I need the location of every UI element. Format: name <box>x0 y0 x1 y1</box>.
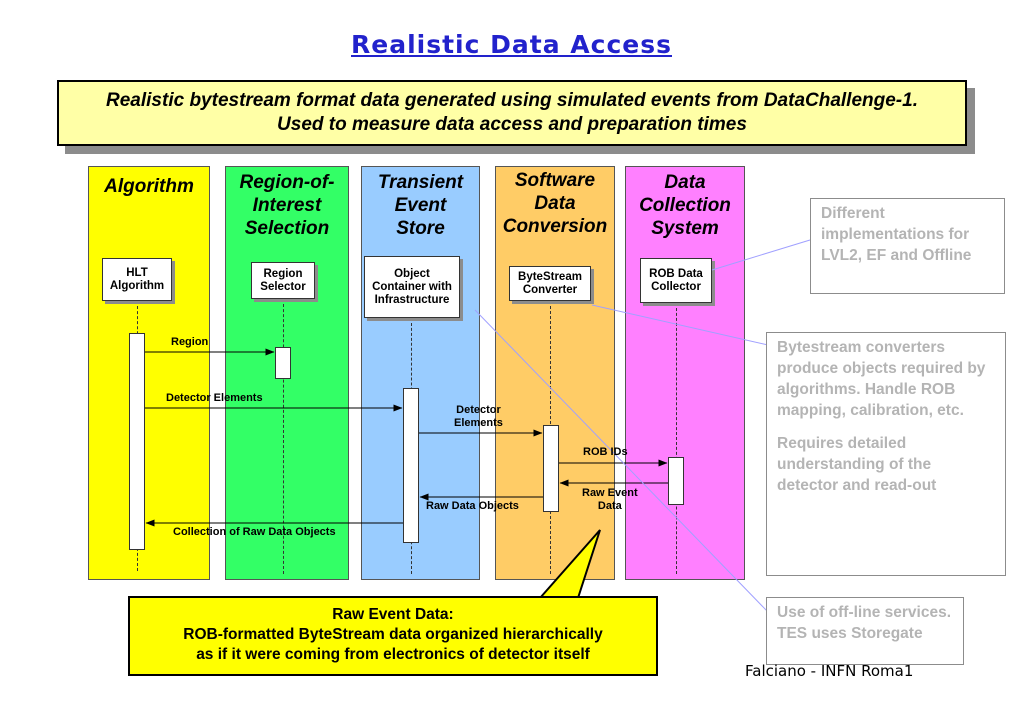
label-rob-ids: ROB IDs <box>583 446 628 458</box>
note-offline-services: Use of off-line services. TES uses Store… <box>766 597 964 665</box>
column-title-dcs: Data Collection System <box>639 172 731 239</box>
component-rob-data-collector: ROB Data Collector <box>640 258 712 303</box>
column-data-collection-system: Data Collection System <box>625 166 745 580</box>
column-title-roi: Region-of-Interest Selection <box>239 172 335 239</box>
footer-author: Falciano - INFN Roma1 <box>745 662 914 680</box>
column-title-algorithm: Algorithm <box>104 176 194 197</box>
label-region: Region <box>171 336 209 348</box>
callout-raw-event-data: Raw Event Data: ROB-formatted ByteStream… <box>128 596 658 676</box>
subtitle-box: Realistic bytestream format data generat… <box>57 80 967 146</box>
pointer-converters <box>591 304 769 346</box>
column-algorithm: Algorithm <box>88 166 210 580</box>
lifeline-rob-data-collector <box>676 303 677 574</box>
column-title-tes: Transient Event Store <box>377 172 464 239</box>
activation-bytestream-converter <box>543 425 559 512</box>
pointer-offline-services <box>474 309 769 613</box>
pointer-implementations <box>711 239 811 271</box>
slide-title: Realistic Data Access <box>351 30 672 59</box>
callout-line-1: Raw Event Data: <box>332 606 454 623</box>
note-bytestream-converters: Bytestream converters produce objects re… <box>766 332 1006 576</box>
label-raw-event-data: Raw Event Data <box>582 487 638 512</box>
subtitle-text: Realistic bytestream format data generat… <box>106 90 918 135</box>
callout-pointer <box>537 529 601 599</box>
label-raw-data-objects: Raw Data Objects <box>426 500 519 512</box>
callout-line-2: ROB-formatted ByteStream data organized … <box>183 626 603 643</box>
column-title-sdc: Software Data Conversion <box>502 170 608 237</box>
label-detector-elements-2: Detector Elements <box>454 404 503 429</box>
activation-hlt-algorithm <box>129 333 145 550</box>
callout-line-3: as if it were coming from electronics of… <box>196 646 590 663</box>
activation-rob-data-collector <box>668 457 684 505</box>
component-hlt-algorithm: HLT Algorithm <box>102 258 172 301</box>
component-region-selector: Region Selector <box>251 262 315 299</box>
activation-object-container <box>403 388 419 543</box>
column-transient-event-store: Transient Event Store <box>361 166 480 580</box>
note-implementations: Different implementations for LVL2, EF a… <box>810 198 1005 294</box>
label-collection: Collection of Raw Data Objects <box>173 526 336 538</box>
component-bytestream-converter: ByteStream Converter <box>509 266 591 301</box>
component-object-container: Object Container with Infrastructure <box>364 256 460 318</box>
activation-region-selector <box>275 347 291 379</box>
label-detector-elements: Detector Elements <box>166 392 263 404</box>
lifeline-region-selector <box>283 299 284 574</box>
